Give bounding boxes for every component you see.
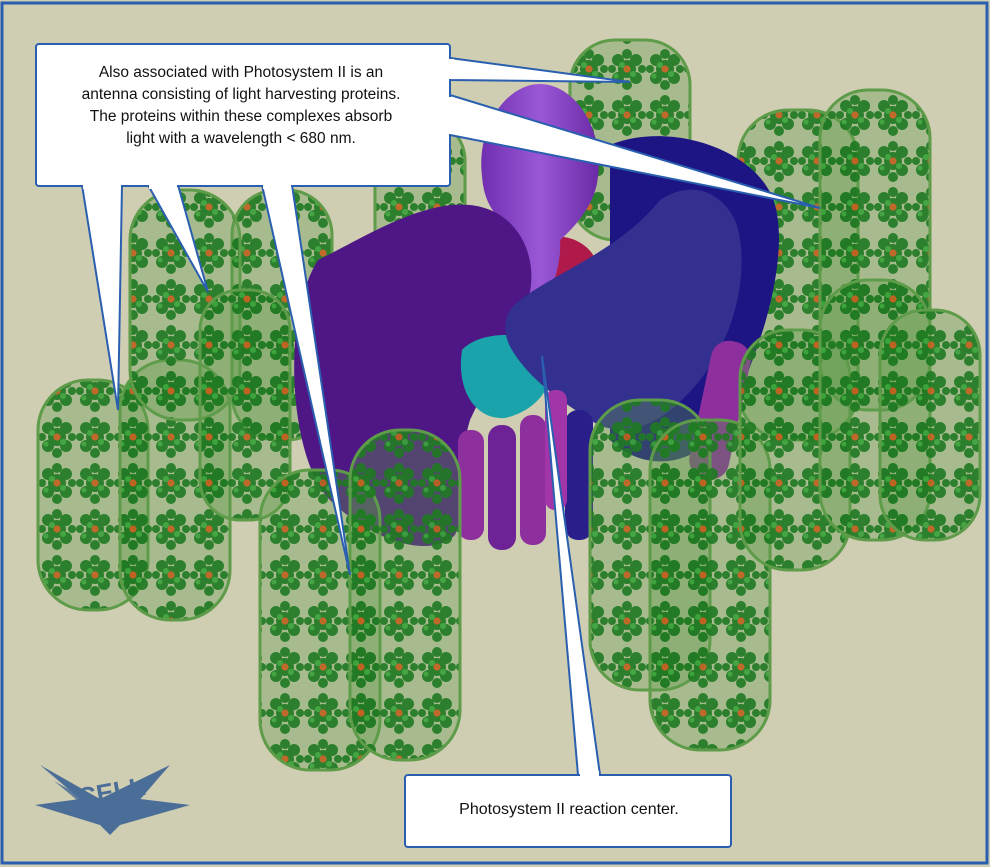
antenna-callout-line-4: light with a wavelength < 680 nm.: [50, 128, 432, 150]
protein-subunit: [458, 430, 484, 540]
antenna-callout-line-2: antenna consisting of light harvesting p…: [50, 84, 432, 106]
antenna-callout-line-3: The proteins within these complexes abso…: [50, 106, 432, 128]
antenna-callout-text: Also associated with Photosystem II is a…: [50, 62, 432, 150]
antenna-callout-line-1: Also associated with Photosystem II is a…: [50, 62, 432, 84]
protein-subunit: [488, 425, 516, 550]
antenna-protein-tube: [350, 430, 460, 760]
antenna-protein-tube: [880, 310, 980, 540]
reaction-center-callout-text: Photosystem II reaction center.: [418, 800, 720, 820]
protein-subunit: [520, 415, 546, 545]
reaction-center-label: Photosystem II reaction center.: [418, 800, 720, 820]
